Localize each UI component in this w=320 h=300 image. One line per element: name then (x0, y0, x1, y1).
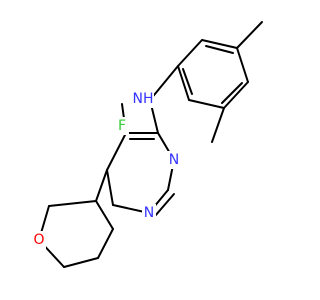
label-mask (132, 90, 154, 108)
methyl-bond (236, 21, 263, 49)
amine-linker (149, 65, 179, 134)
bond (95, 169, 108, 202)
label-mask (142, 204, 156, 222)
dimethylphenyl-ring (177, 21, 263, 143)
nitrogen-bottom-label: N (144, 205, 154, 221)
atom-labels: NH F N N O (32, 90, 181, 249)
oxane-ring (38, 169, 114, 268)
label-mask (115, 117, 129, 135)
bond (149, 65, 179, 101)
oxygen-label: O (33, 232, 44, 248)
bond (177, 65, 190, 101)
bond (201, 39, 238, 49)
bond (97, 228, 114, 259)
bond (177, 39, 203, 67)
bond (106, 169, 114, 206)
bond (221, 82, 243, 104)
molecule-canvas: NH F N N O (32, 21, 263, 268)
bond (48, 200, 97, 207)
bond (236, 47, 249, 83)
methyl-bond (211, 107, 225, 143)
bond (63, 257, 99, 268)
structure-diagram: NH F N N O (32, 21, 263, 268)
label-mask (32, 231, 46, 249)
bond (154, 193, 175, 217)
label-mask (167, 151, 181, 169)
nitrogen-top-label: N (169, 152, 179, 168)
pyrimidine-ring (106, 103, 175, 217)
bond (95, 200, 114, 230)
bond (106, 132, 127, 171)
bond (182, 68, 193, 95)
nh-label: NH (133, 91, 154, 107)
bond (223, 81, 249, 109)
bond (188, 99, 225, 109)
fluorine-label: F (118, 118, 126, 134)
bond (205, 45, 234, 54)
